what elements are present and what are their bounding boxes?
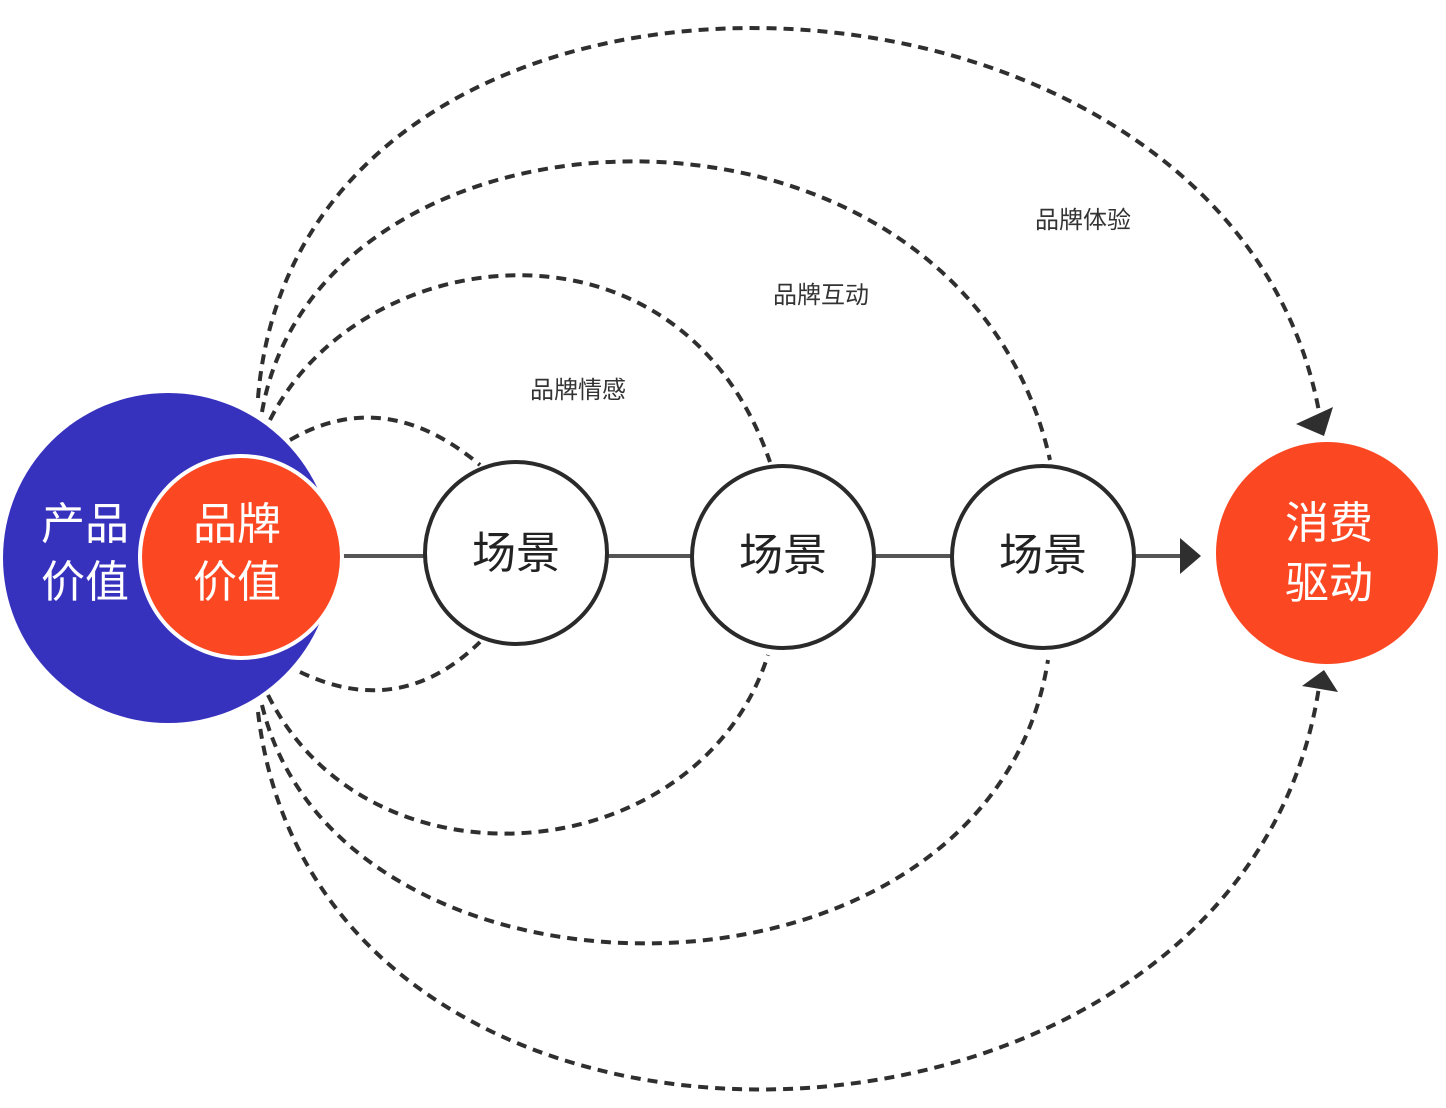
- scene-circle-3: [950, 464, 1136, 650]
- scene-circle-2: [690, 464, 876, 650]
- arrow-head-lower: [1302, 670, 1338, 692]
- arc-emotion-upper: [268, 273, 772, 463]
- brand-value-circle: [138, 454, 344, 660]
- arc-emotion-lower: [266, 654, 770, 836]
- arc-small-lower: [299, 640, 482, 693]
- brand-value-label-line2: 价值: [193, 557, 281, 608]
- arc-label-interaction: 品牌互动: [773, 281, 869, 309]
- dashed-arcs: [256, 26, 1324, 1092]
- product-value-label-line1: 产品: [41, 499, 129, 550]
- consumption-driver-circle: [1216, 442, 1438, 664]
- arrow-head-upper: [1296, 407, 1333, 436]
- arc-label-experience: 品牌体验: [1035, 206, 1131, 234]
- consumption-driver-label-line2: 驱动: [1285, 558, 1373, 609]
- connection-lines: [341, 538, 1201, 574]
- arc-interaction-upper: [260, 159, 1052, 461]
- scene-circle-1: [423, 460, 609, 646]
- arc-small-upper: [288, 415, 482, 467]
- brand-value-label-line1: 品牌: [193, 499, 281, 550]
- arc-experience-lower: [256, 679, 1322, 1092]
- consumption-driver-label-line1: 消费: [1285, 498, 1373, 549]
- product-value-label-line2: 价值: [41, 557, 129, 608]
- scene-node-1: 场景: [423, 460, 609, 646]
- scene-label-3: 场景: [999, 530, 1087, 581]
- arc-interaction-lower: [260, 659, 1050, 946]
- scene-label-2: 场景: [739, 530, 827, 581]
- arc-label-emotion: 品牌情感: [530, 376, 626, 404]
- arrow-head-main: [1180, 538, 1201, 574]
- scene-label-1: 场景: [472, 528, 560, 579]
- scene-node-2: 场景: [690, 464, 876, 650]
- arc-experience-upper: [256, 26, 1324, 431]
- scene-node-3: 场景: [950, 464, 1136, 650]
